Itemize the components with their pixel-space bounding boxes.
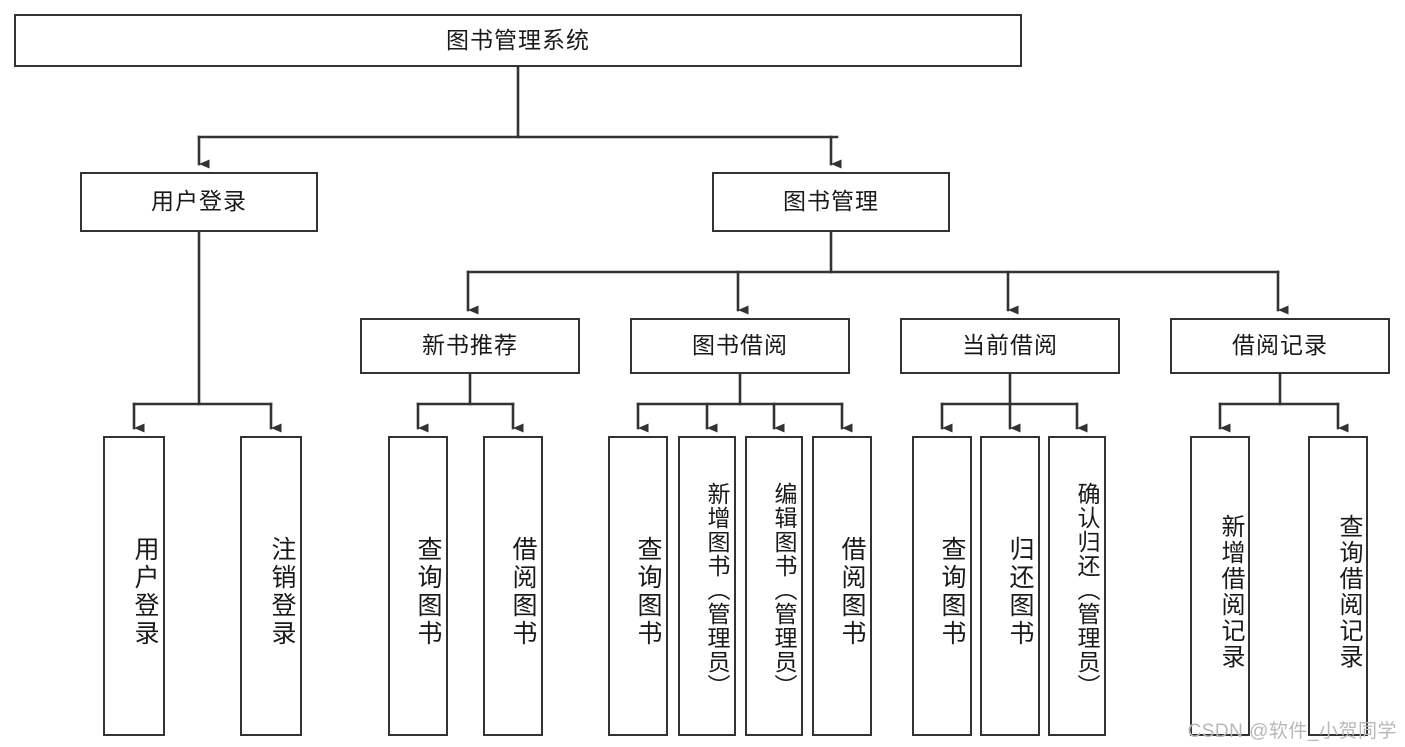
leaf-user-login-label: 用户登录 [131,536,159,648]
leaf-query-books-recommend-label: 查询图书 [414,536,442,648]
node-new-book-recommend-label: 新书推荐 [422,332,518,359]
node-borrow-records-label: 借阅记录 [1232,332,1328,359]
leaf-query-books-recommend[interactable]: 查询图书 [388,436,448,736]
node-root-label: 图书管理系统 [446,26,590,53]
leaf-logout[interactable]: 注销登录 [240,436,302,736]
node-book-management[interactable]: 图书管理 [712,172,950,232]
node-book-borrow[interactable]: 图书借阅 [630,318,850,374]
leaf-logout-label: 注销登录 [268,536,296,648]
leaf-borrow-books-borrow-label: 借阅图书 [838,536,866,648]
node-user-login[interactable]: 用户登录 [80,172,318,232]
leaf-query-borrow-record-label: 查询借阅记录 [1335,514,1362,670]
node-new-book-recommend[interactable]: 新书推荐 [360,318,580,374]
leaf-edit-book-admin[interactable]: 编辑图书（管理员） [745,436,803,736]
leaf-add-borrow-record-label: 新增借阅记录 [1217,514,1244,670]
leaf-borrow-books-borrow[interactable]: 借阅图书 [812,436,872,736]
node-user-login-label: 用户登录 [151,188,247,215]
leaf-add-book-admin[interactable]: 新增图书（管理员） [678,436,736,736]
leaf-borrow-books-recommend-label: 借阅图书 [509,536,537,648]
leaf-query-books-borrow-label: 查询图书 [634,536,662,648]
node-book-management-label: 图书管理 [783,188,879,215]
node-current-borrow-label: 当前借阅 [962,332,1058,359]
leaf-query-borrow-record[interactable]: 查询借阅记录 [1308,436,1368,736]
leaf-return-books-label: 归还图书 [1006,536,1034,648]
leaf-query-books-borrow[interactable]: 查询图书 [608,436,668,736]
leaf-add-book-admin-label: 新增图书（管理员） [704,482,730,698]
leaf-add-borrow-record[interactable]: 新增借阅记录 [1190,436,1250,736]
node-book-borrow-label: 图书借阅 [692,332,788,359]
leaf-borrow-books-recommend[interactable]: 借阅图书 [483,436,543,736]
leaf-return-books[interactable]: 归还图书 [980,436,1040,736]
leaf-query-books-current-label: 查询图书 [938,536,966,648]
leaf-confirm-return-admin[interactable]: 确认归还（管理员） [1048,436,1106,736]
leaf-confirm-return-admin-label: 确认归还（管理员） [1074,482,1100,698]
leaf-query-books-current[interactable]: 查询图书 [912,436,972,736]
leaf-edit-book-admin-label: 编辑图书（管理员） [771,482,797,698]
watermark-text: CSDN @软件_小贺同学 [1187,721,1397,742]
node-root[interactable]: 图书管理系统 [14,14,1022,67]
node-current-borrow[interactable]: 当前借阅 [900,318,1120,374]
leaf-user-login[interactable]: 用户登录 [103,436,165,736]
node-borrow-records[interactable]: 借阅记录 [1170,318,1390,374]
